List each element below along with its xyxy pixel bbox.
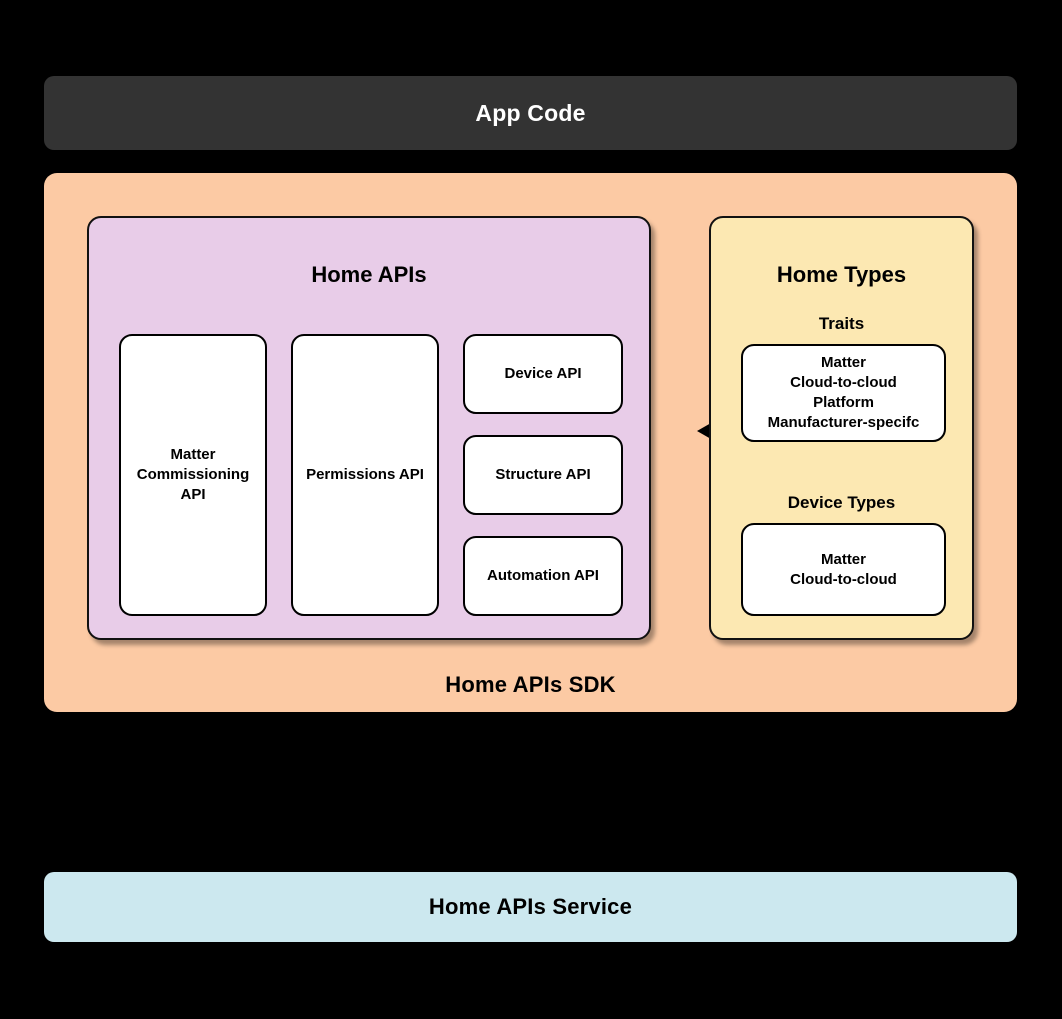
home-apis-column-3: Device API Structure API Automation API bbox=[463, 334, 623, 616]
traits-box: Matter Cloud-to-cloud Platform Manufactu… bbox=[741, 344, 946, 442]
device-types-box: Matter Cloud-to-cloud bbox=[741, 523, 946, 616]
home-apis-panel: Home APIs Matter Commissioning API Permi… bbox=[87, 216, 651, 640]
traits-heading: Traits bbox=[818, 314, 865, 333]
automation-api-label: Automation API bbox=[487, 567, 599, 585]
home-apis-service-label: Home APIs Service bbox=[428, 894, 633, 919]
device-api-label: Device API bbox=[504, 365, 582, 383]
device-types-heading: Device Types bbox=[787, 493, 896, 512]
structure-api-box: Structure API bbox=[463, 435, 623, 515]
home-apis-sdk-panel: Home APIs Matter Commissioning API Permi… bbox=[44, 173, 1017, 712]
app-code-label: App Code bbox=[475, 99, 586, 126]
traits-box-label: Matter Cloud-to-cloud Platform Manufactu… bbox=[767, 354, 920, 431]
device-api-box: Device API bbox=[463, 334, 623, 414]
structure-api-label: Structure API bbox=[495, 466, 591, 484]
home-apis-column-2: Permissions API bbox=[291, 334, 439, 616]
device-types-box-label: Matter Cloud-to-cloud bbox=[790, 550, 897, 588]
matter-commissioning-api-box: Matter Commissioning API bbox=[119, 334, 267, 616]
permissions-api-box: Permissions API bbox=[291, 334, 439, 616]
home-types-title: Home Types bbox=[776, 262, 907, 287]
app-code-block: App Code bbox=[44, 76, 1017, 150]
home-apis-title: Home APIs bbox=[311, 262, 427, 287]
home-apis-box-grid: Matter Commissioning API Permissions API… bbox=[119, 334, 623, 616]
permissions-api-label: Permissions API bbox=[306, 466, 424, 484]
home-apis-sdk-label: Home APIs SDK bbox=[445, 672, 616, 697]
home-apis-service-block: Home APIs Service bbox=[44, 872, 1017, 942]
home-apis-column-1: Matter Commissioning API bbox=[119, 334, 267, 616]
matter-commissioning-api-label: Matter Commissioning API bbox=[136, 446, 250, 503]
home-types-panel: Home Types Traits Matter Cloud-to-cloud … bbox=[709, 216, 974, 640]
automation-api-box: Automation API bbox=[463, 536, 623, 616]
